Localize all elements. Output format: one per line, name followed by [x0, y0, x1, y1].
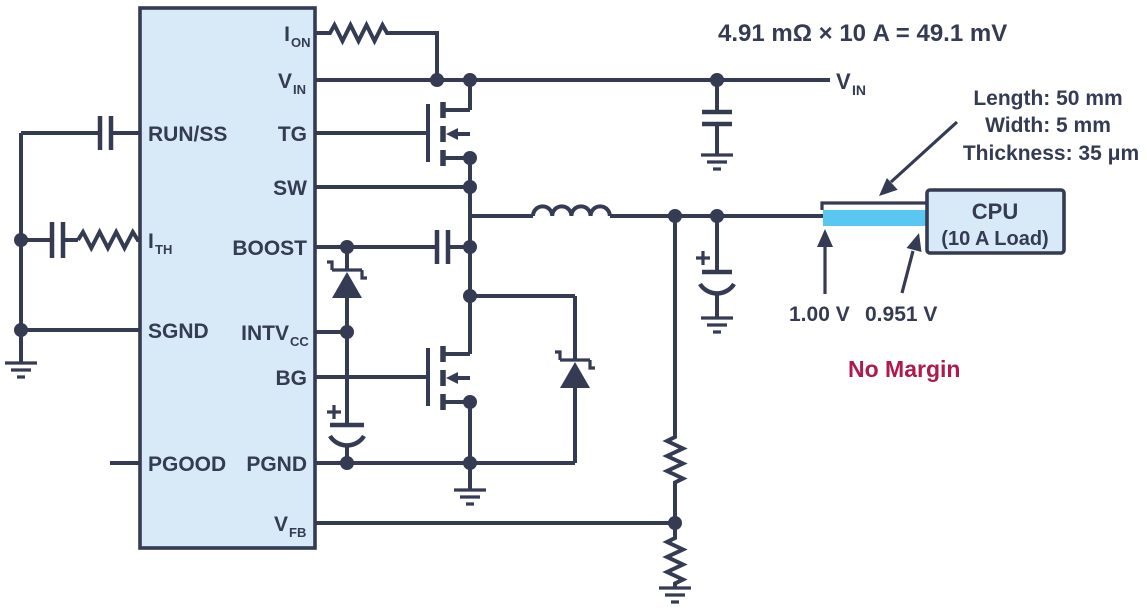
pin-label-sgnd: SGND: [148, 320, 209, 343]
pin-label-ion-sub: ON: [291, 35, 311, 50]
pin-label-vin: V: [278, 70, 292, 93]
cpu-block: [925, 188, 1066, 255]
copper-trace: [823, 210, 927, 226]
trace-annotation-arrow: [889, 120, 959, 184]
pin-label-tg: TG: [278, 123, 307, 146]
trace-width-label: Width: 5 mm: [985, 114, 1111, 137]
output-cap-plus-sign: [696, 251, 710, 265]
power-stage: [315, 80, 597, 506]
feedback-divider: [315, 216, 693, 604]
ith-capacitor: [49, 222, 66, 258]
vin-rail-label-sub: IN: [852, 82, 866, 98]
pcb-trace-and-load: [817, 120, 1066, 294]
low-side-mosfet: [426, 346, 470, 410]
high-side-mosfet: [426, 102, 470, 166]
pin-label-vfb: V: [274, 513, 288, 536]
output-filter: [470, 204, 823, 334]
vin-rail-label: V: [836, 69, 851, 94]
controller-ic-body: [138, 6, 317, 550]
boost-capacitor: [434, 230, 451, 264]
intvcc-cap-plus-sign: [327, 405, 341, 419]
labels: 4.91 mΩ × 10 A = 49.1 mV V IN Length: 50…: [148, 20, 1139, 540]
pin-label-ion: I: [284, 23, 290, 46]
trace-length-label: Length: 50 mm: [973, 87, 1122, 110]
input-capacitor: [702, 109, 732, 127]
pin-label-sw: SW: [273, 177, 307, 200]
output-cap-ground-symbol: [699, 316, 735, 334]
inductor: [531, 204, 612, 217]
load-voltage-arrow: [900, 250, 915, 294]
voltage-drop-formula: 4.91 mΩ × 10 A = 49.1 mV: [718, 20, 1007, 47]
trace-length-bracket: [820, 201, 938, 210]
ith-resistor: [76, 227, 140, 253]
pin-label-intvcc: INTV: [241, 322, 289, 345]
ion-vin-network: [315, 20, 830, 171]
sgnd-ground-symbol: [3, 361, 39, 379]
load-voltage-label: 0.951 V: [865, 303, 937, 326]
margin-status-label: No Margin: [848, 356, 960, 382]
pin-label-ith: I: [148, 230, 154, 253]
runss-capacitor: [97, 116, 114, 150]
pin-label-pgood: PGOOD: [148, 453, 226, 476]
pin-label-intvcc-sub: CC: [290, 334, 309, 349]
output-capacitor: [698, 282, 736, 296]
cpu-name-label: CPU: [972, 199, 1018, 224]
trace-thickness-label: Thickness: 35 μm: [963, 142, 1139, 165]
power-ground-symbol: [452, 488, 488, 506]
pin-label-ith-sub: TH: [155, 242, 172, 257]
pin-label-bg: BG: [276, 367, 308, 390]
source-voltage-label: 1.00 V: [789, 303, 850, 326]
pin-label-pgnd: PGND: [246, 453, 307, 476]
input-cap-ground-symbol: [699, 153, 735, 171]
pin-label-runss: RUN/SS: [148, 123, 227, 146]
feedback-resistor-bottom: [662, 523, 688, 588]
feedback-resistor-top: [662, 216, 688, 523]
feedback-ground-symbol: [657, 586, 693, 604]
left-compensation-network: [3, 116, 140, 465]
pin-label-vin-sub: IN: [293, 82, 306, 97]
ion-resistor: [315, 20, 439, 80]
cpu-load-label: (10 A Load): [941, 228, 1048, 250]
pin-label-boost: BOOST: [232, 237, 307, 260]
intvcc-capacitor: [328, 434, 366, 448]
pin-label-vfb-sub: FB: [289, 525, 306, 540]
